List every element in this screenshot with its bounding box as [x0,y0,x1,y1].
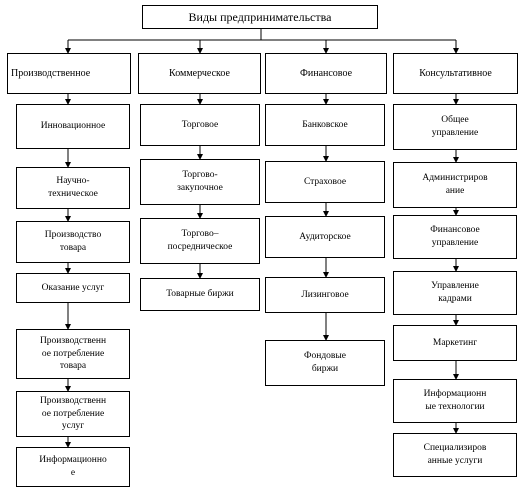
node-label: Производственн ое потребление услуг [39,395,107,432]
node-production-information: Информационно е [16,447,130,487]
header-financial-label: Финансовое [299,67,353,79]
node-label: Администриров ание [422,173,488,196]
node-label: Торгово- закупочное [177,170,223,193]
node-consulting-marketing: Маркетинг [393,325,517,361]
header-production-label: Производственное [11,67,91,79]
node-label: Торгово– посредническое [167,229,233,252]
node-production-services: Оказание услуг [16,273,130,303]
node-label: Оказание услуг [41,282,105,293]
node-production-goods: Производство товара [16,221,130,263]
node-financial-audit: Аудиторское [265,216,385,258]
header-production: Производственное [7,53,131,94]
node-label: Производственн ое потребление товара [39,335,107,372]
node-production-consumption-goods: Производственн ое потребление товара [16,329,130,379]
node-consulting-administration: Администриров ание [393,162,517,208]
node-commercial-intermediary: Торгово– посредническое [140,218,260,264]
node-production-sci-tech: Научно- техническое [16,167,130,209]
node-commercial-commodity-exchanges: Товарные биржи [140,278,260,311]
node-commercial-trade: Торговое [140,104,260,146]
node-label: Информационн ые технологии [423,389,487,412]
node-label: Банковское [302,119,348,130]
node-consulting-specialized-services: Специализиров анные услуги [393,433,517,477]
header-commercial: Коммерческое [138,53,261,94]
node-financial-insurance: Страховое [265,161,385,203]
node-financial-banking: Банковское [265,104,385,146]
node-label: Лизинговое [301,289,349,300]
node-label: Финансовое управление [430,225,480,248]
node-production-consumption-services: Производственн ое потребление услуг [16,391,130,437]
root-label: Виды предпринимательства [188,9,332,24]
node-label: Управление кадрами [431,281,479,304]
node-label: Аудиторское [299,231,351,242]
node-consulting-general-management: Общее управление [393,104,517,150]
node-label: Производство товара [44,230,102,253]
node-label: Специализиров анные услуги [423,443,487,466]
node-consulting-financial-management: Финансовое управление [393,215,517,259]
node-consulting-hr-management: Управление кадрами [393,271,517,315]
node-label: Информационно е [39,455,107,478]
node-label: Товарные биржи [166,289,234,300]
header-financial: Финансовое [265,53,387,94]
node-label: Инновационное [40,121,106,132]
node-label: Страховое [303,176,347,187]
header-consulting: Консультативное [393,53,518,94]
node-label: Торговое [181,119,219,130]
node-financial-stock-exchanges: Фондовые биржи [265,340,385,386]
node-label: Фондовые биржи [303,351,346,374]
header-consulting-label: Консультативное [419,67,492,79]
node-financial-leasing: Лизинговое [265,277,385,313]
header-commercial-label: Коммерческое [169,67,230,79]
node-consulting-it: Информационн ые технологии [393,379,517,423]
node-label: Научно- техническое [48,176,98,199]
root-node: Виды предпринимательства [142,5,378,29]
node-production-innovation: Инновационное [16,104,130,149]
node-label: Маркетинг [432,337,478,348]
node-commercial-purchasing: Торгово- закупочное [140,159,260,205]
node-label: Общее управление [431,115,479,138]
